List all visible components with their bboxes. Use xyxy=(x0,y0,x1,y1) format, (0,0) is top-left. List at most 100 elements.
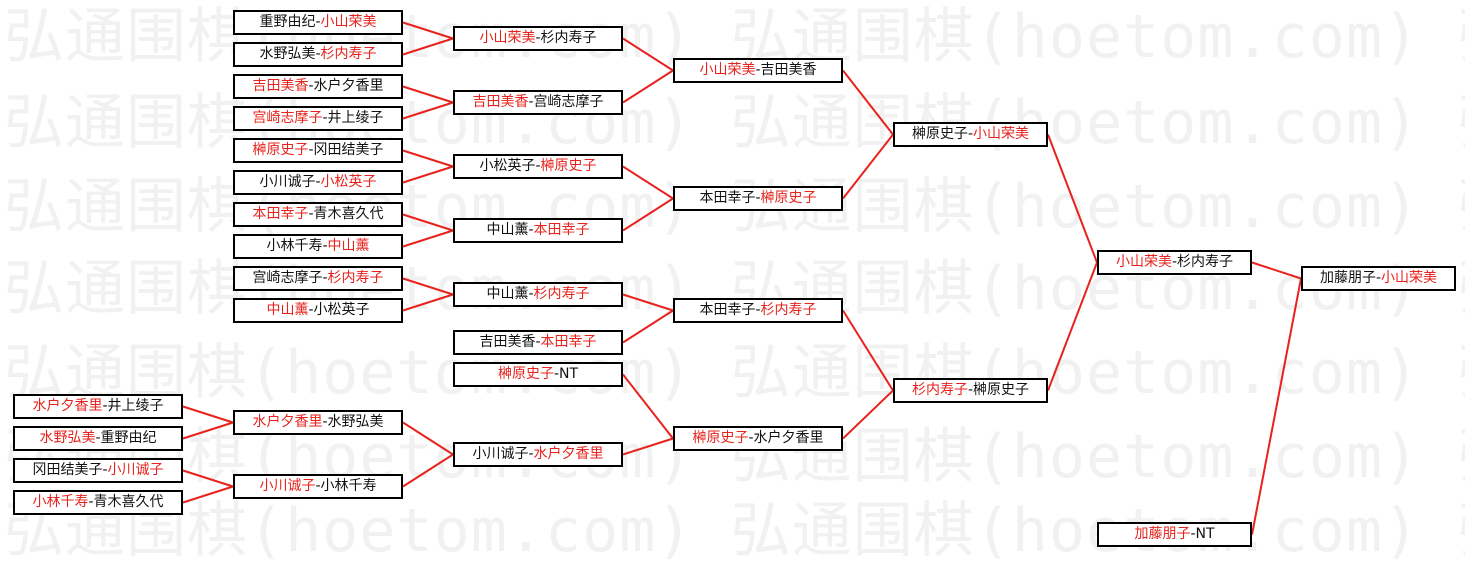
player-name: 榊原史子 xyxy=(497,366,554,382)
player-name: 宫崎志摩子 xyxy=(533,94,604,110)
player-name: 水户夕香里 xyxy=(32,398,103,414)
player-name: 中山薰 xyxy=(266,302,309,318)
player-name: 水户夕香里 xyxy=(252,414,323,430)
match-box: 本田幸子-杉内寿子 xyxy=(673,298,843,323)
match-box: 水户夕香里-井上绫子 xyxy=(13,394,183,419)
connector-line xyxy=(402,37,454,56)
player-name: 本田幸子 xyxy=(699,190,756,206)
player-name: 小川诚子 xyxy=(259,478,316,494)
connector-line xyxy=(402,229,454,248)
player-name: NT xyxy=(1195,526,1215,542)
separator: - xyxy=(553,366,560,382)
player-name: 水野弘美 xyxy=(39,430,96,446)
player-name: 小松英子 xyxy=(320,174,377,190)
match-box: 水野弘美-杉内寿子 xyxy=(233,42,403,67)
match-box: 冈田结美子-小川诚子 xyxy=(13,458,183,483)
player-name: 水户夕香里 xyxy=(313,78,384,94)
connector-line xyxy=(842,69,894,136)
match-box: 中山薰-本田幸子 xyxy=(453,218,623,243)
player-name: 小林千寿 xyxy=(320,478,377,494)
match-box: 小山荣美-杉内寿子 xyxy=(453,26,623,51)
player-name: 青木喜久代 xyxy=(313,206,384,222)
separator: - xyxy=(755,190,761,206)
separator: - xyxy=(322,414,328,430)
connector-line xyxy=(1047,134,1098,263)
separator: - xyxy=(315,46,321,62)
connector-line xyxy=(842,133,894,200)
player-name: 小川诚子 xyxy=(472,446,529,462)
separator: - xyxy=(755,302,761,318)
separator: - xyxy=(322,270,328,286)
player-name: 井上绫子 xyxy=(107,398,164,414)
connector-line xyxy=(622,37,674,72)
separator: - xyxy=(535,30,541,46)
connector-line xyxy=(182,421,234,440)
player-name: 杉内寿子 xyxy=(911,382,968,398)
player-name: 加藤朋子 xyxy=(1134,526,1191,542)
separator: - xyxy=(315,478,321,494)
connector-line xyxy=(622,69,674,104)
player-name: 小林千寿 xyxy=(266,238,323,254)
player-name: 小山荣美 xyxy=(1115,254,1172,270)
separator: - xyxy=(308,302,314,318)
separator: - xyxy=(315,174,321,190)
player-name: 宫崎志摩子 xyxy=(252,110,323,126)
match-box: 本田幸子-榊原史子 xyxy=(673,186,843,211)
separator: - xyxy=(535,334,541,350)
player-name: 小山荣美 xyxy=(699,62,756,78)
player-name: 青木喜久代 xyxy=(93,494,164,510)
match-box: 小山荣美-吉田美香 xyxy=(673,58,843,83)
player-name: 榊原史子 xyxy=(760,190,817,206)
separator: - xyxy=(535,158,541,174)
player-name: 冈田结美子 xyxy=(313,142,384,158)
player-name: 吉田美香 xyxy=(252,78,309,94)
player-name: 榊原史子 xyxy=(540,158,597,174)
player-name: 吉田美香 xyxy=(479,334,536,350)
connector-line xyxy=(402,101,454,120)
match-box: 加藤朋子-NT xyxy=(1097,522,1252,547)
match-box: 吉田美香-宫崎志摩子 xyxy=(453,90,623,115)
player-name: 杉内寿子 xyxy=(760,302,817,318)
connector-line xyxy=(1251,278,1302,535)
connector-line xyxy=(182,405,234,424)
match-box: 中山薰-杉内寿子 xyxy=(453,282,623,307)
player-name: 水野弘美 xyxy=(259,46,316,62)
separator: - xyxy=(315,14,321,30)
player-name: 宫崎志摩子 xyxy=(252,270,323,286)
match-box: 小川诚子-小松英子 xyxy=(233,170,403,195)
separator: - xyxy=(528,446,534,462)
match-box: 水户夕香里-水野弘美 xyxy=(233,410,403,435)
player-name: NT xyxy=(559,366,579,382)
player-name: 中山薰 xyxy=(486,222,529,238)
match-box: 小林千寿-青木喜久代 xyxy=(13,490,183,515)
connector-line xyxy=(622,373,674,440)
separator: - xyxy=(308,206,314,222)
separator: - xyxy=(528,286,534,302)
separator: - xyxy=(308,78,314,94)
separator: - xyxy=(1171,254,1178,270)
connector-line xyxy=(842,389,894,440)
separator: - xyxy=(967,382,974,398)
player-name: 水野弘美 xyxy=(327,414,384,430)
separator: - xyxy=(967,126,974,142)
separator: - xyxy=(102,462,108,478)
match-box: 杉内寿子-榊原史子 xyxy=(893,378,1048,403)
match-box: 吉田美香-本田幸子 xyxy=(453,330,623,355)
connector-line xyxy=(1251,261,1302,280)
player-name: 中山薰 xyxy=(327,238,370,254)
player-name: 吉田美香 xyxy=(472,94,529,110)
match-box: 吉田美香-水户夕香里 xyxy=(233,74,403,99)
player-name: 小川诚子 xyxy=(259,174,316,190)
player-name: 杉内寿子 xyxy=(540,30,597,46)
separator: - xyxy=(322,110,328,126)
match-box: 重野由纪-小山荣美 xyxy=(233,10,403,35)
connector-line xyxy=(622,293,674,312)
player-name: 小山荣美 xyxy=(320,14,377,30)
match-box: 中山薰-小松英子 xyxy=(233,298,403,323)
player-name: 榊原史子 xyxy=(973,382,1030,398)
player-name: 水户夕香里 xyxy=(753,430,824,446)
player-name: 冈田结美子 xyxy=(32,462,103,478)
connector-line xyxy=(402,21,454,40)
connector-line xyxy=(402,85,454,104)
